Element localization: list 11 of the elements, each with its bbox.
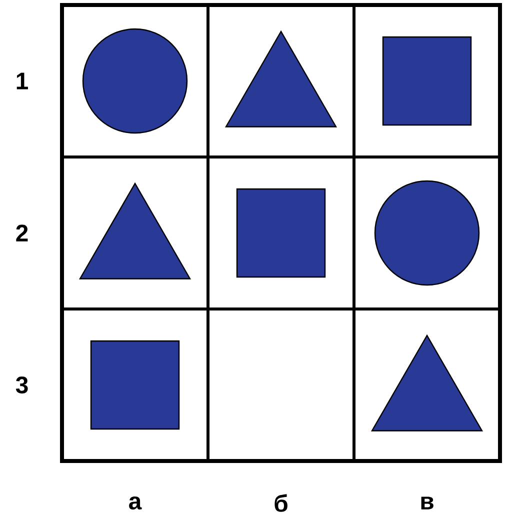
column-letter: б xyxy=(274,494,288,512)
row-number: 2 xyxy=(16,224,28,242)
column-letter: а xyxy=(129,496,142,510)
square xyxy=(382,36,472,126)
square xyxy=(236,188,326,278)
row-number: 1 xyxy=(16,72,28,90)
circle xyxy=(374,180,480,286)
column-letter: в xyxy=(421,496,434,510)
circle xyxy=(82,28,188,134)
row-number: 3 xyxy=(16,376,28,394)
square xyxy=(90,340,180,430)
